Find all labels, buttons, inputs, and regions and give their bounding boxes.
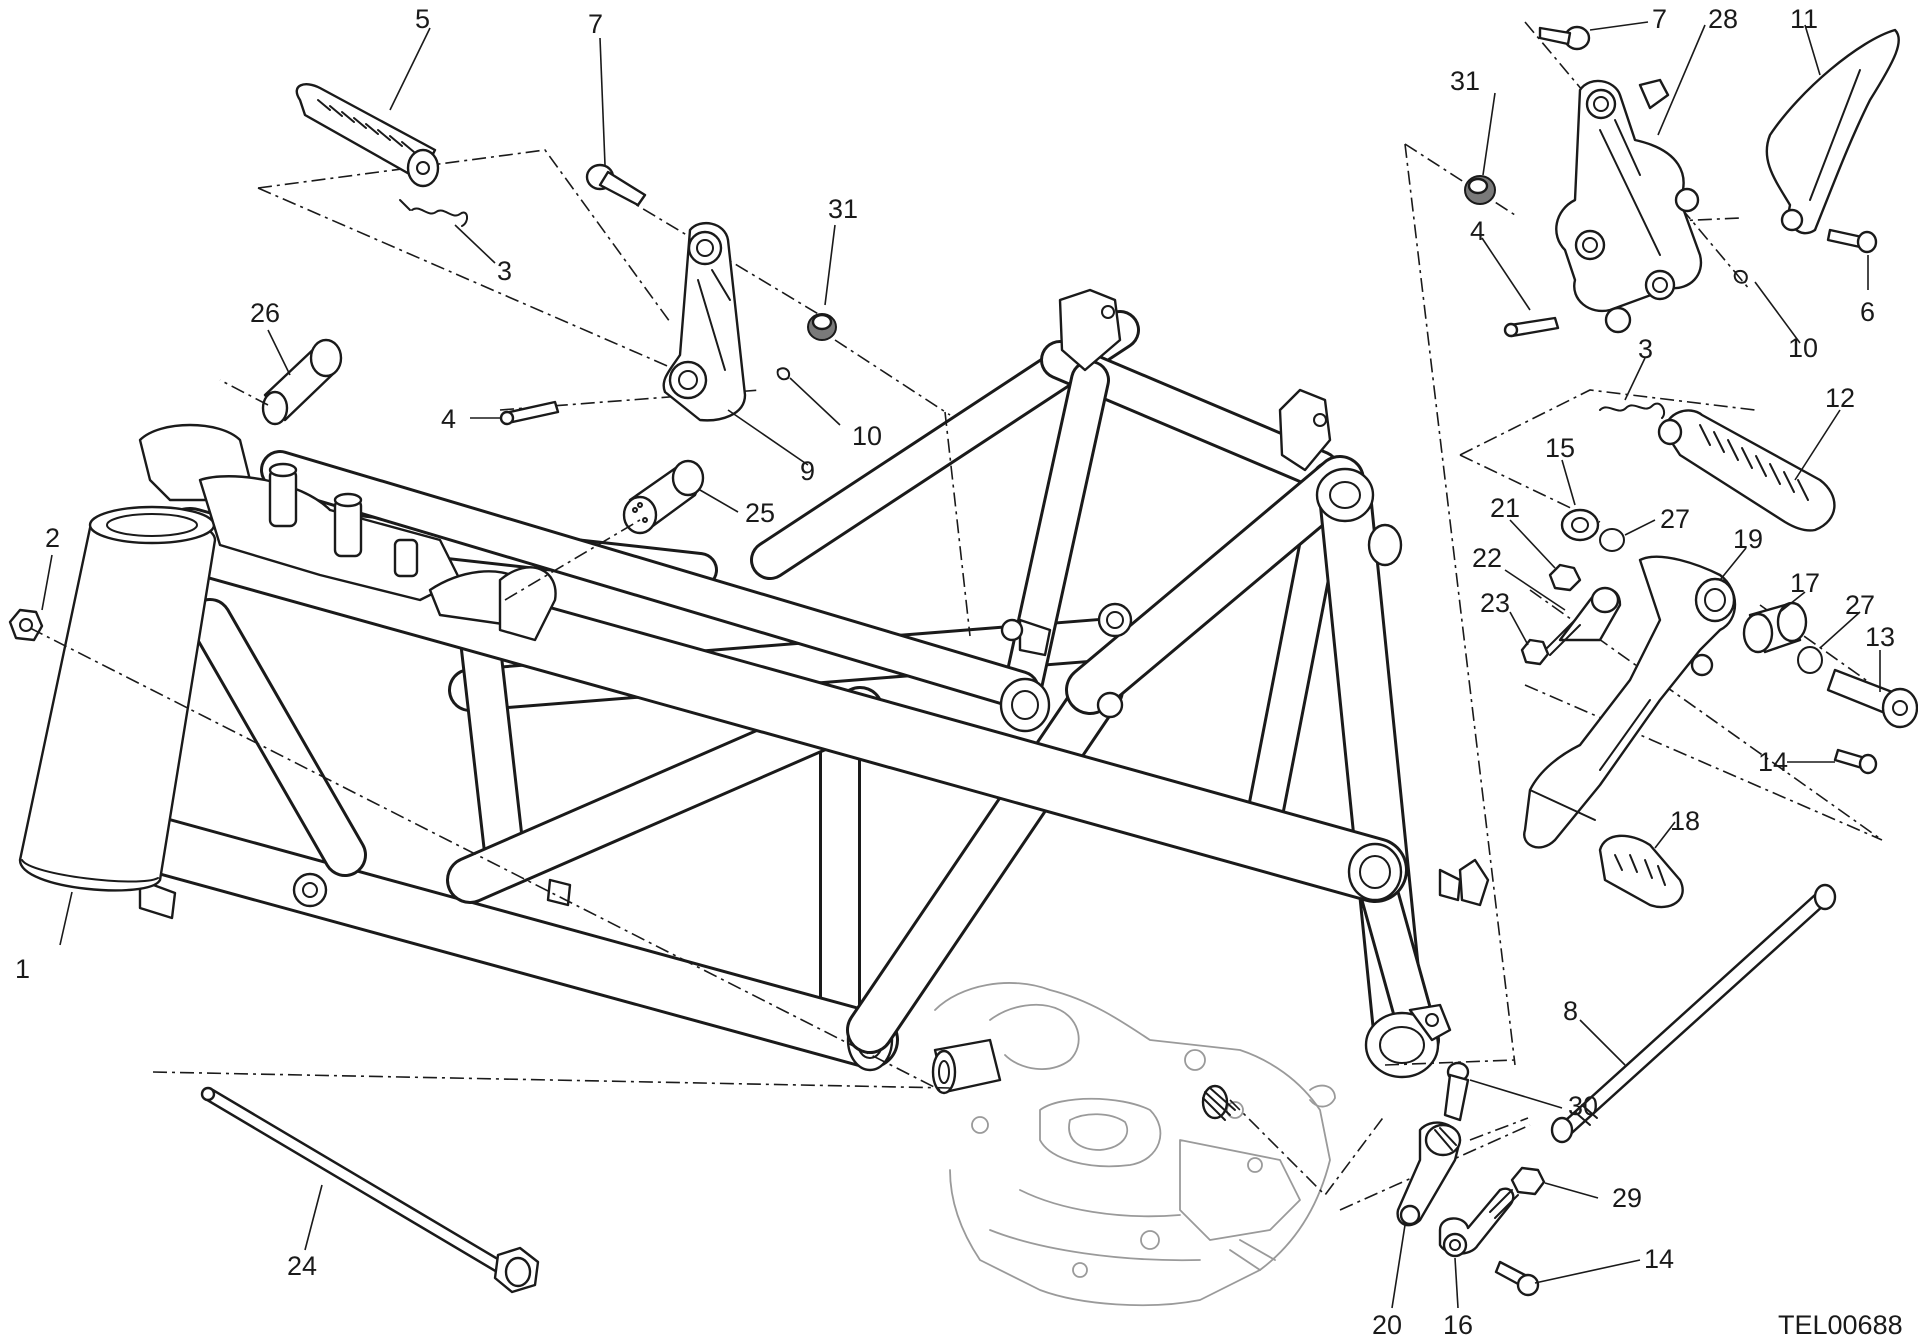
callout-21: 21 xyxy=(1490,493,1520,523)
frame-head-casting xyxy=(138,423,557,642)
callout-8: 8 xyxy=(1563,996,1578,1026)
callout-4-left: 4 xyxy=(441,404,456,434)
heel-guard-11 xyxy=(1765,28,1900,235)
callout-28: 28 xyxy=(1708,4,1738,34)
callout-19: 19 xyxy=(1733,524,1763,554)
callout-27-upper: 27 xyxy=(1660,504,1690,534)
nut-23 xyxy=(1520,638,1550,666)
frame-top-rail xyxy=(157,507,1408,903)
callout-22: 22 xyxy=(1472,543,1502,573)
nut-29 xyxy=(1510,1166,1546,1196)
callout-7-left: 7 xyxy=(588,9,603,39)
callout-31-right: 31 xyxy=(1450,66,1480,96)
callout-9: 9 xyxy=(800,456,815,486)
bush-17 xyxy=(1742,601,1808,654)
screw-6 xyxy=(1826,228,1878,254)
clip-10-right xyxy=(1733,270,1748,284)
callout-3-left: 3 xyxy=(497,256,512,286)
callout-15: 15 xyxy=(1545,433,1575,463)
callout-23: 23 xyxy=(1480,588,1510,618)
nut-2 xyxy=(8,608,44,642)
callout-26: 26 xyxy=(250,298,280,328)
screw-30 xyxy=(1443,1061,1470,1122)
gear-lever-20 xyxy=(1396,1121,1462,1227)
rod-end-22 xyxy=(1544,586,1622,656)
frame-rear-lower xyxy=(1315,467,1440,1079)
callout-25: 25 xyxy=(745,498,775,528)
centerline-nut-2 xyxy=(29,627,941,1091)
clip-10-left xyxy=(776,367,791,381)
callout-7-right: 7 xyxy=(1652,4,1667,34)
washer-15 xyxy=(1560,508,1600,542)
right-footpeg-assembly xyxy=(152,21,1918,1297)
callout-11: 11 xyxy=(1790,4,1818,34)
callout-12: 12 xyxy=(1825,383,1855,413)
screw-14-upper xyxy=(1833,748,1878,775)
bolt-7-right xyxy=(1538,25,1591,51)
callout-2: 2 xyxy=(45,523,60,553)
footpeg-bracket-left xyxy=(662,221,747,422)
callout-10-right: 10 xyxy=(1788,333,1818,363)
bush-25 xyxy=(622,459,705,535)
footpeg-rubber-left xyxy=(295,83,440,188)
pivot-bolt-13 xyxy=(1826,668,1918,729)
callout-14-lower: 14 xyxy=(1644,1244,1674,1274)
circlip-27-upper xyxy=(1599,528,1625,552)
callout-29: 29 xyxy=(1612,1183,1642,1213)
callout-31-left: 31 xyxy=(828,194,858,224)
callout-16: 16 xyxy=(1443,1310,1473,1340)
rod-8 xyxy=(1550,883,1837,1144)
bush-31-left xyxy=(807,313,837,341)
centerline-bush-26 xyxy=(219,379,269,406)
bush-31-right xyxy=(1464,175,1496,205)
circlip-27-lower xyxy=(1797,646,1823,674)
drawing-code: TEL00688 xyxy=(1778,1310,1903,1340)
footpeg-bracket-right xyxy=(1555,78,1703,334)
left-footpeg-assembly xyxy=(8,83,971,642)
steering-head xyxy=(18,505,217,892)
bolt-7-left xyxy=(585,163,647,207)
callout-20: 20 xyxy=(1372,1310,1402,1340)
callout-27-lower: 27 xyxy=(1845,590,1875,620)
main-frame xyxy=(18,288,1490,1079)
nut-21 xyxy=(1548,563,1582,592)
footpeg-rubber-right xyxy=(1657,409,1836,532)
callout-14-upper: 14 xyxy=(1758,747,1788,777)
gearshift-spline xyxy=(1201,1084,1236,1121)
engine-outline xyxy=(931,982,1336,1307)
brake-lever-19 xyxy=(1523,555,1737,849)
callout-5: 5 xyxy=(415,4,430,34)
screw-14-lower xyxy=(1494,1260,1540,1297)
callout-4-right: 4 xyxy=(1470,216,1485,246)
pedal-rubber-18 xyxy=(1598,834,1684,909)
spring-right xyxy=(1599,402,1666,419)
callout-17: 17 xyxy=(1790,568,1820,598)
rod-end-16 xyxy=(1438,1187,1519,1258)
callout-3-right: 3 xyxy=(1638,334,1653,364)
callout-labels: 1 2 3 3 4 4 5 6 7 7 8 9 10 10 11 12 13 1… xyxy=(15,4,1903,1340)
callout-18: 18 xyxy=(1670,806,1700,836)
frame-risers xyxy=(459,619,861,1031)
callout-1: 1 xyxy=(15,954,30,984)
callout-24: 24 xyxy=(287,1251,317,1281)
long-bolt-24 xyxy=(200,1086,540,1294)
callout-30: 30 xyxy=(1568,1091,1598,1121)
callout-6: 6 xyxy=(1860,297,1875,327)
spring-left xyxy=(399,199,468,227)
frame-upper-rail xyxy=(260,450,1051,733)
pin-4-left xyxy=(499,400,560,426)
bush-26 xyxy=(261,338,343,426)
leader-lines xyxy=(41,21,1881,1309)
callout-13: 13 xyxy=(1865,622,1895,652)
callout-10-left: 10 xyxy=(852,421,882,451)
pin-4-right xyxy=(1503,316,1560,338)
